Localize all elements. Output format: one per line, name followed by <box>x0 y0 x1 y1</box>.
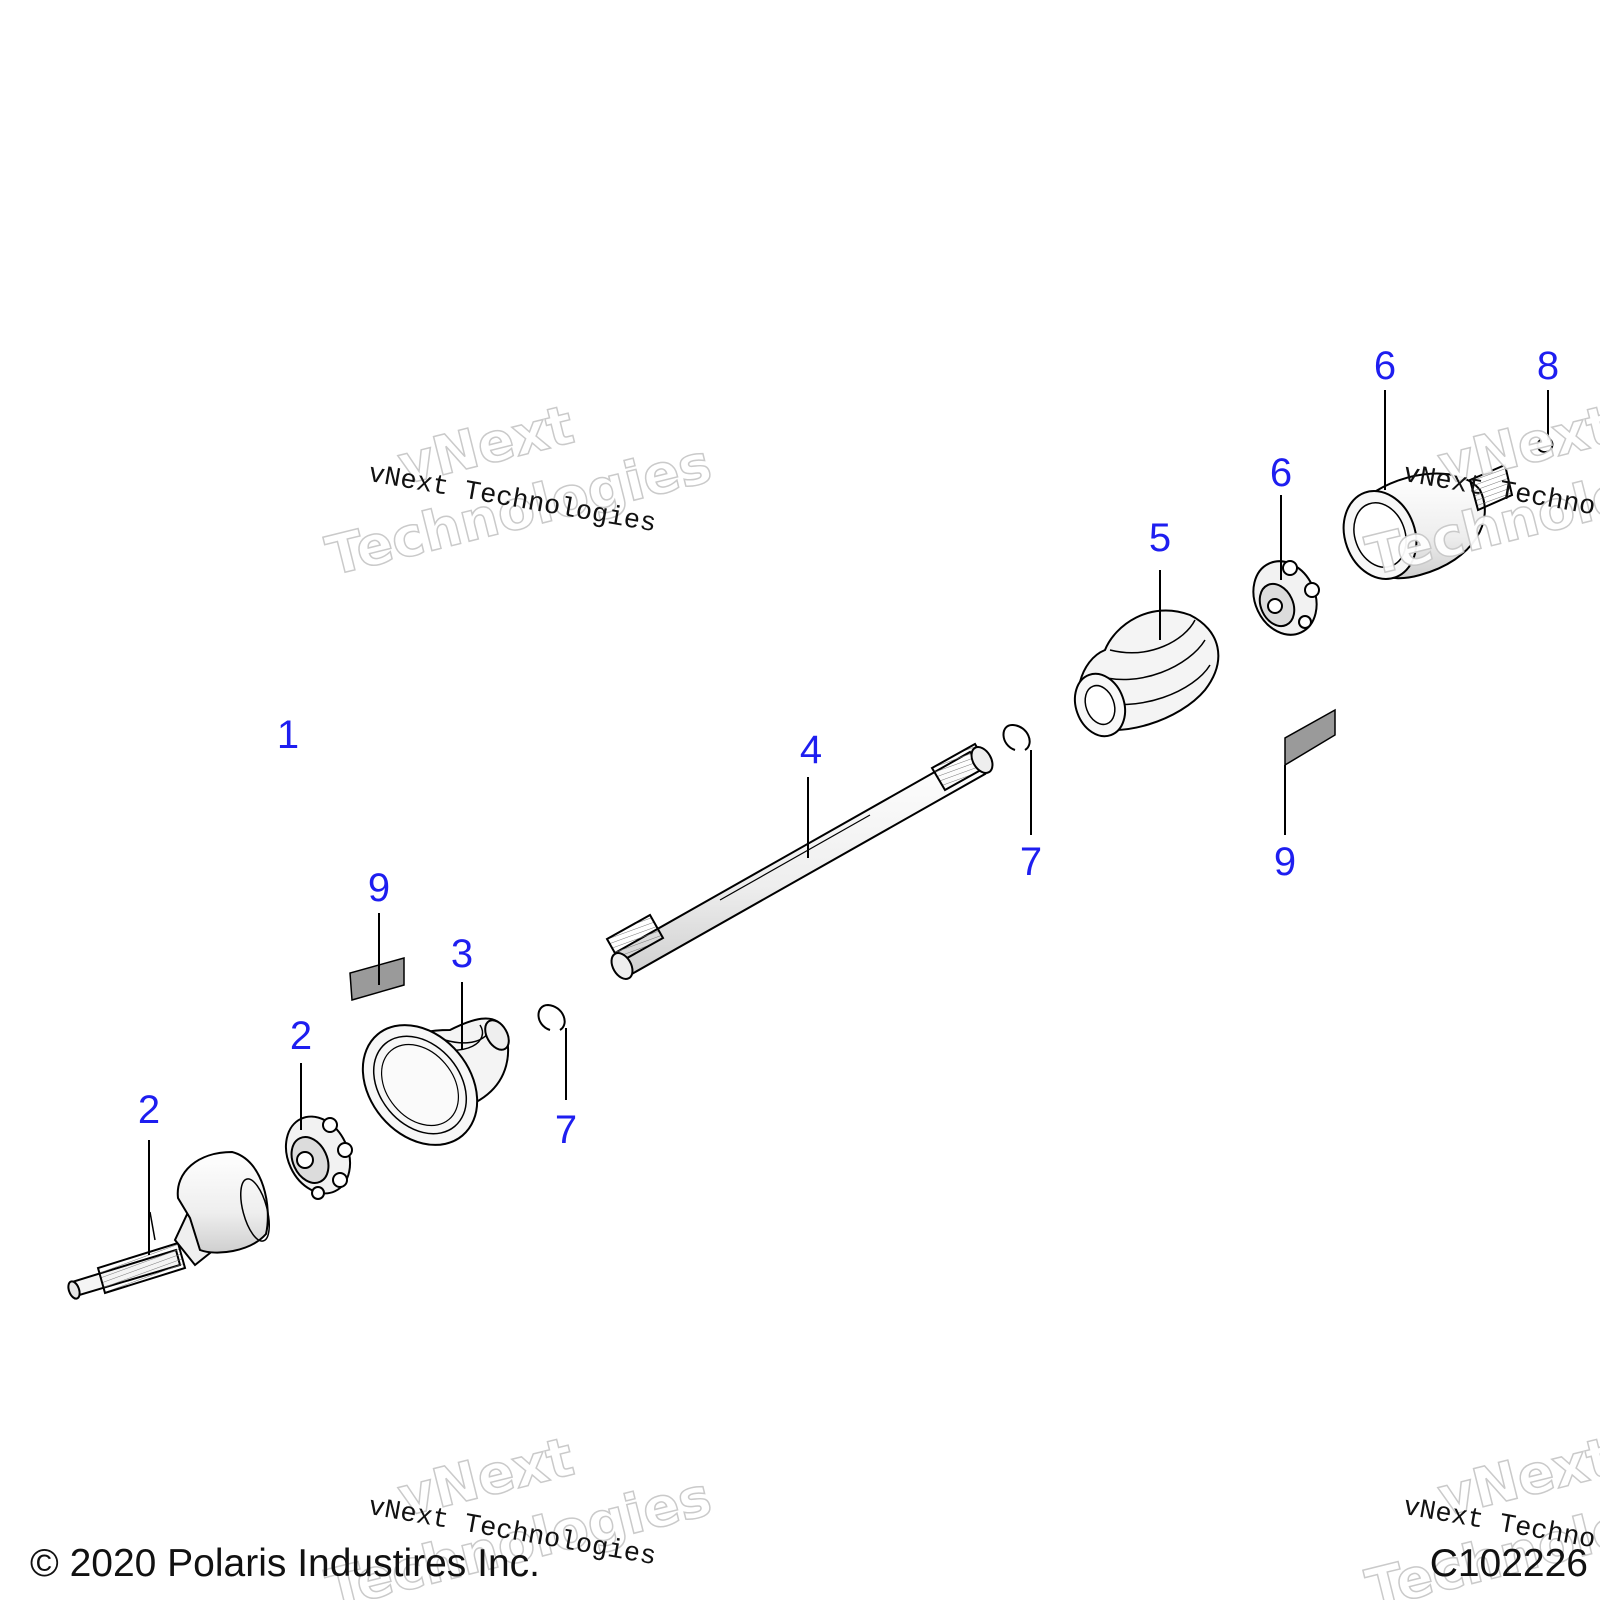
callout-2-housing: 2 <box>137 1088 161 1132</box>
outboard-boot <box>1073 609 1220 738</box>
callout-7-left: 7 <box>554 1108 578 1152</box>
inner-cv-housing <box>1342 463 1514 580</box>
callout-6-housing: 6 <box>1373 344 1397 388</box>
callout-9-right: 9 <box>1273 840 1297 884</box>
callout-3: 3 <box>450 932 474 976</box>
callout-1: 1 <box>276 713 300 757</box>
inner-cage-bearing <box>1252 560 1320 636</box>
callout-5: 5 <box>1148 516 1172 560</box>
outer-cv-housing <box>67 1150 270 1300</box>
callout-4: 4 <box>799 728 823 772</box>
callout-9-left: 9 <box>367 866 391 910</box>
outer-cage-bearing <box>284 1115 353 1200</box>
inboard-boot <box>361 1017 510 1146</box>
small-retaining-ring <box>1536 438 1554 453</box>
callout-6-cage: 6 <box>1269 451 1293 495</box>
callout-8: 8 <box>1536 344 1560 388</box>
snap-ring-left <box>537 1003 566 1031</box>
callout-2-cage: 2 <box>289 1014 313 1058</box>
figure-id: C102226 <box>1429 1542 1588 1585</box>
axle-shaft <box>605 742 994 980</box>
grease-packet-right <box>1284 708 1336 767</box>
copyright-text: © 2020 Polaris Industires Inc. <box>30 1542 540 1585</box>
callout-7-right: 7 <box>1019 840 1043 884</box>
snap-ring-right <box>1002 723 1031 751</box>
leader-lines <box>148 390 1549 1255</box>
grease-packet-left <box>349 957 405 1001</box>
